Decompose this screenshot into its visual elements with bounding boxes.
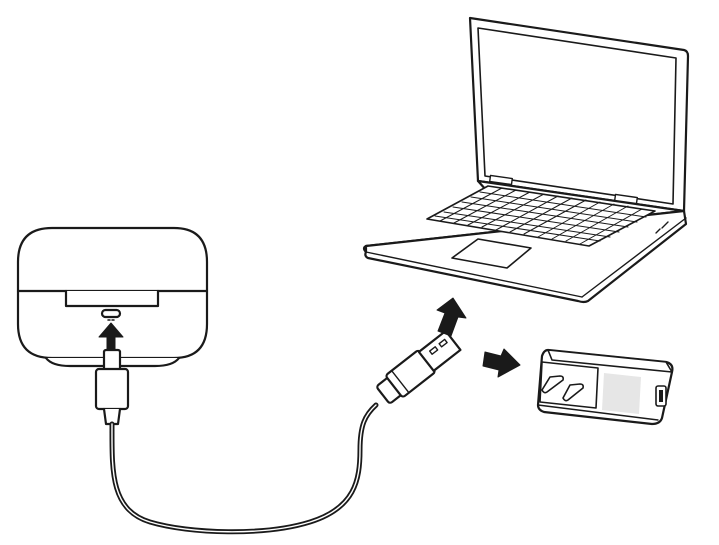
to-adapter-arrow (482, 348, 521, 378)
usb-c-port (100, 308, 122, 319)
charging-case (16, 226, 209, 368)
usb-c-plug (94, 348, 130, 426)
adapter-prong-2 (562, 383, 584, 402)
laptop-trackpad (451, 238, 532, 269)
adapter-label-panel (602, 373, 641, 414)
adapter-prong-1 (541, 375, 564, 394)
usb-cable (109, 402, 379, 535)
wall-adapter (536, 348, 674, 426)
usb-a-plug (376, 329, 462, 404)
laptop (362, 16, 690, 304)
to-laptop-arrow (436, 297, 467, 337)
